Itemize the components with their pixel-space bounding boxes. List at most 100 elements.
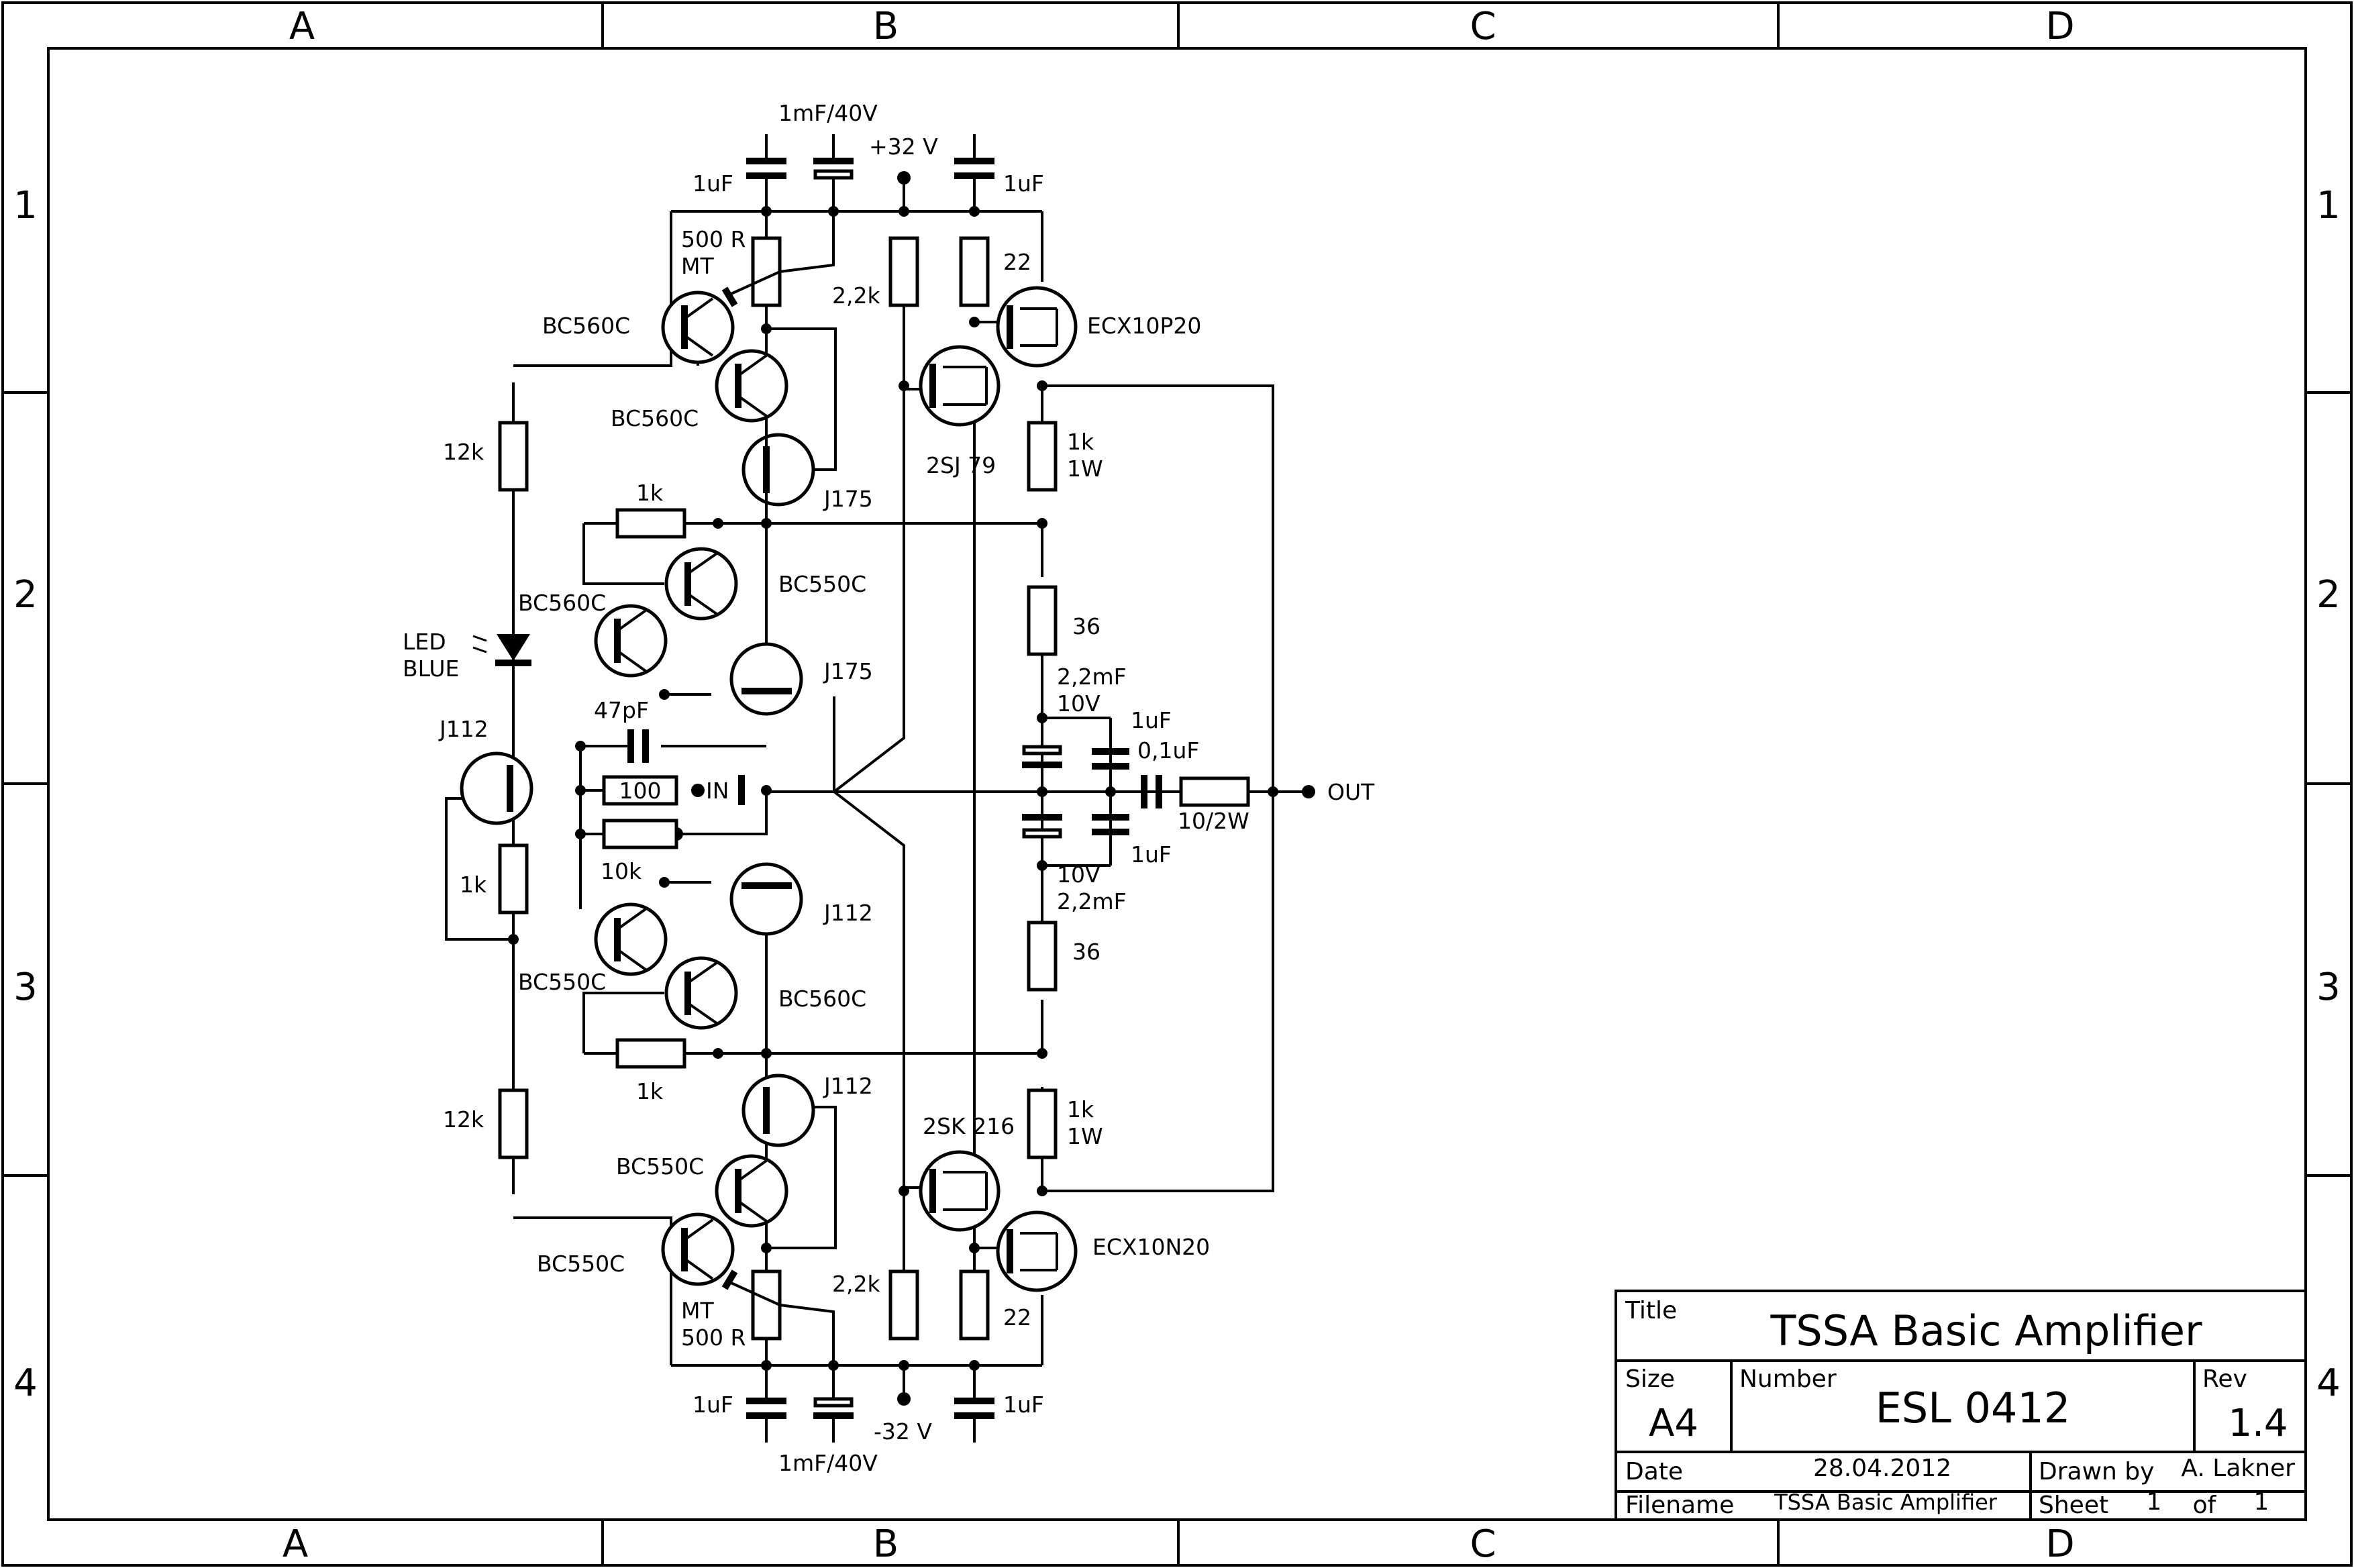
label-q-j112-2: J112 xyxy=(823,900,873,926)
transistor-j175-1 xyxy=(741,433,815,507)
number-label: Number xyxy=(1739,1365,1837,1393)
label-cap-1uf-bl: 1uF xyxy=(693,1392,733,1418)
grid-row-1-right: 1 xyxy=(2316,184,2341,227)
resistor-36-bot xyxy=(1027,921,1058,992)
label-r-22-bot: 22 xyxy=(1003,1304,1031,1330)
transistor-bc560c-1 xyxy=(661,291,735,364)
of-label: of xyxy=(2193,1492,2217,1519)
grid-references: A B C D A B C D 1 2 3 4 1 2 3 4 xyxy=(13,5,2341,1566)
sheet-label: Sheet xyxy=(2039,1492,2108,1519)
resistors xyxy=(498,211,1250,1365)
resistor-36-top xyxy=(1027,585,1058,656)
label-cap-2m2-top-v: 10V xyxy=(1057,690,1101,717)
transistor-bc550c-2 xyxy=(594,902,668,976)
label-q-bc550c-3: BC550C xyxy=(616,1153,704,1180)
label-q-bc550c-4: BC550C xyxy=(537,1251,625,1277)
transistor-j112-3 xyxy=(741,1074,815,1147)
resistor-22-top xyxy=(959,236,990,307)
transistor-j112-1 xyxy=(460,751,533,825)
label-r-1k-a: 1k xyxy=(636,480,664,506)
grid-row-4-right: 4 xyxy=(2316,1361,2341,1405)
transistor-bc550c-3 xyxy=(715,1154,788,1228)
transistor-bc560c-3 xyxy=(594,604,668,678)
transistors xyxy=(460,286,1078,1292)
led-blue-symbol xyxy=(472,634,531,666)
label-r-1k-1w-top: 1k xyxy=(1067,429,1094,455)
label-r-100: 100 xyxy=(619,778,662,804)
resistor-10-2w xyxy=(1179,776,1250,807)
label-q-bc560c-1: BC560C xyxy=(542,313,630,339)
label-r-22-top: 22 xyxy=(1003,249,1031,275)
label-cap-1uf-tl: 1uF xyxy=(693,170,733,197)
grid-row-2-right: 2 xyxy=(2316,573,2341,617)
grid-col-c-top: C xyxy=(1470,5,1496,48)
resistor-12k-bot xyxy=(498,1088,529,1159)
label-cap-2m2-bot-v: 10V xyxy=(1057,861,1101,888)
label-q-2sk216: 2SK 216 xyxy=(923,1113,1015,1139)
grid-row-1-left: 1 xyxy=(13,184,38,227)
label-cap-1uf-mid: 1uF xyxy=(1131,707,1172,733)
title-block: Title TSSA Basic Amplifier Size A4 Numbe… xyxy=(1615,1290,2307,1521)
label-r-10k: 10k xyxy=(601,858,642,884)
label-cap-47pf: 47pF xyxy=(594,697,649,723)
component-labels: 1mF/40V +32 V 1uF 1uF 500 R MT 2,2k 22 B… xyxy=(403,100,1375,1476)
label-cap-2m2-top: 2,2mF xyxy=(1057,664,1127,690)
transistor-j175-2 xyxy=(729,642,803,716)
grid-row-3-left: 3 xyxy=(13,965,38,1009)
label-cap-1mf-top: 1mF/40V xyxy=(778,100,878,126)
label-q-j112-3: J112 xyxy=(823,1073,873,1099)
date-label: Date xyxy=(1625,1458,1683,1485)
resistor-trim-top xyxy=(751,236,782,307)
resistor-trim-bot xyxy=(751,1269,782,1341)
label-led: LED xyxy=(403,629,446,655)
label-q-j175-2: J175 xyxy=(823,658,873,684)
grid-col-d-bottom: D xyxy=(2045,1522,2074,1566)
filename-label: Filename xyxy=(1625,1492,1734,1519)
label-cap-2m2-bot: 2,2mF xyxy=(1057,888,1127,914)
label-r-1k-b: 1k xyxy=(636,1078,664,1104)
drawn-by-label: Drawn by xyxy=(2039,1458,2154,1485)
label-r-1k-left: 1k xyxy=(460,872,487,898)
label-r-12k-bot: 12k xyxy=(443,1106,484,1133)
drawing-date: 28.04.2012 xyxy=(1813,1455,1951,1482)
label-cap-1uf-mid2: 1uF xyxy=(1131,841,1172,868)
drawing-number: ESL 0412 xyxy=(1876,1383,2071,1432)
label-q-bc560c-3: BC560C xyxy=(518,590,606,616)
label-out[interactable]: OUT xyxy=(1327,779,1375,805)
drawn-by: A. Lakner xyxy=(2181,1455,2295,1482)
label-q-j175-1: J175 xyxy=(823,486,873,512)
revision: 1.4 xyxy=(2228,1402,2288,1445)
sheet-number: 1 xyxy=(2147,1488,2162,1516)
label-q-bc560c-4: BC560C xyxy=(778,986,866,1012)
drawing-title: TSSA Basic Amplifier xyxy=(1770,1306,2202,1355)
resistor-1k-left xyxy=(498,843,529,914)
label-trim-top-mt: MT xyxy=(681,253,714,279)
label-r-1k-1w-bot: 1k xyxy=(1067,1096,1094,1122)
resistor-2k2-bot xyxy=(888,1269,919,1341)
title-label: Title xyxy=(1625,1297,1677,1324)
resistor-1k-1w-bot xyxy=(1027,1088,1058,1159)
resistor-1k-1w-top xyxy=(1027,421,1058,492)
sheet-size: A4 xyxy=(1649,1402,1698,1445)
label-q-2sj79: 2SJ 79 xyxy=(926,452,996,478)
label-led-blue: BLUE xyxy=(403,656,459,682)
label-cap-0u1: 0,1uF xyxy=(1137,737,1199,764)
resistor-1k-b xyxy=(615,1038,686,1069)
transistor-bc550c-1 xyxy=(664,547,738,621)
sheet-total: 1 xyxy=(2254,1488,2269,1516)
label-q-bc550c-1: BC550C xyxy=(778,571,866,597)
label-in[interactable]: IN xyxy=(706,778,729,804)
grid-col-b-bottom: B xyxy=(873,1522,899,1566)
label-q-bc560c-2: BC560C xyxy=(611,405,699,431)
label-vplus: +32 V xyxy=(869,134,938,160)
label-r-12k-top: 12k xyxy=(443,439,484,465)
grid-row-2-left: 2 xyxy=(13,573,38,617)
label-r-36-top: 36 xyxy=(1072,613,1101,639)
size-label: Size xyxy=(1625,1365,1675,1393)
label-r-10-2w: 10/2W xyxy=(1178,808,1249,834)
label-q-j112-1: J112 xyxy=(438,716,489,742)
label-r-1k-1w-bot-w: 1W xyxy=(1067,1123,1103,1149)
grid-col-d-top: D xyxy=(2045,5,2074,48)
